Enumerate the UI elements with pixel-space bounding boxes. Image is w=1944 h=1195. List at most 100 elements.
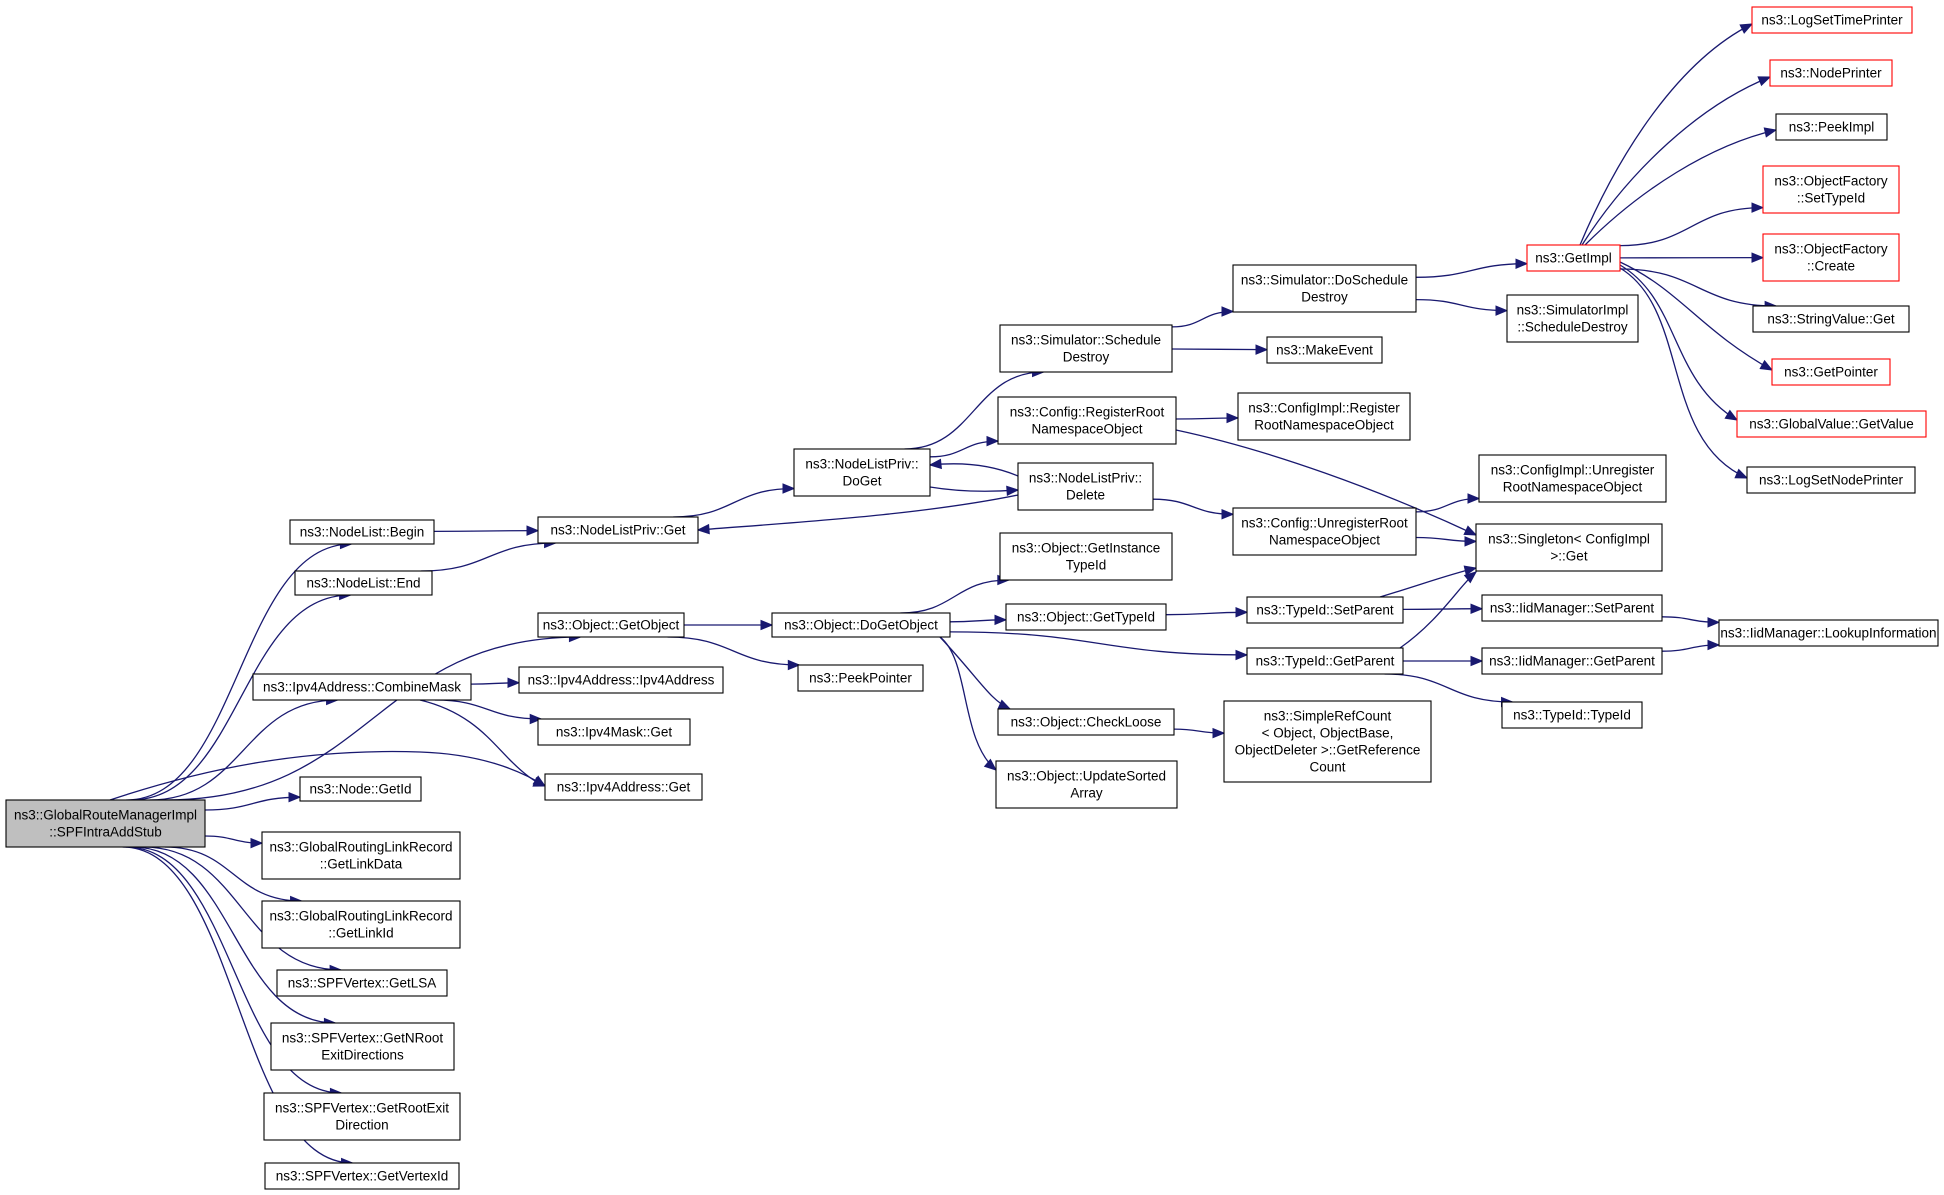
node-getpointer[interactable]: ns3::GetPointer bbox=[1771, 358, 1891, 386]
node-obj_gettypeid[interactable]: ns3::Object::GetTypeId bbox=[1005, 603, 1167, 631]
node-label: ns3::Singleton< ConfigImpl bbox=[1488, 532, 1650, 547]
call-edge-line bbox=[122, 846, 353, 1164]
node-typeid_getparent[interactable]: ns3::TypeId::GetParent bbox=[1246, 647, 1404, 675]
node-ipv4_ctor[interactable]: ns3::Ipv4Address::Ipv4Address bbox=[518, 666, 724, 694]
node-makeevent[interactable]: ns3::MakeEvent bbox=[1266, 336, 1383, 364]
node-box bbox=[1005, 603, 1167, 631]
node-label: ns3::Node::GetId bbox=[309, 782, 411, 797]
node-iid_lookup[interactable]: ns3::IidManager::LookupInformation bbox=[1718, 619, 1939, 647]
node-ipv4_combine[interactable]: ns3::Ipv4Address::CombineMask bbox=[252, 673, 472, 701]
node-grl_linkid[interactable]: ns3::GlobalRoutingLinkRecord::GetLinkId bbox=[261, 900, 461, 949]
node-sim_schedule[interactable]: ns3::Simulator::ScheduleDestroy bbox=[999, 324, 1173, 373]
node-label: ns3::PeekImpl bbox=[1789, 120, 1875, 135]
node-box bbox=[1736, 410, 1927, 438]
node-label: ns3::NodeListPriv:: bbox=[805, 457, 918, 472]
node-cfgimpl_register[interactable]: ns3::ConfigImpl::RegisterRootNamespaceOb… bbox=[1237, 392, 1411, 441]
node-singleton_get[interactable]: ns3::Singleton< ConfigImpl>::Get bbox=[1475, 523, 1663, 572]
node-obj_getobject[interactable]: ns3::Object::GetObject bbox=[537, 612, 685, 638]
node-root[interactable]: ns3::GlobalRouteManagerImpl::SPFIntraAdd… bbox=[5, 799, 206, 848]
node-node_getid[interactable]: ns3::Node::GetId bbox=[299, 776, 422, 802]
node-label: ns3::NodeListPriv::Get bbox=[550, 523, 685, 538]
node-cfg_unregister[interactable]: ns3::Config::UnregisterRootNamespaceObje… bbox=[1232, 507, 1417, 556]
call-edge-getimpl-to-of_create bbox=[1619, 252, 1765, 263]
call-edge-line bbox=[204, 796, 301, 811]
call-edge-line bbox=[1619, 264, 1738, 421]
call-edge-line bbox=[1619, 261, 1773, 371]
node-box bbox=[289, 519, 435, 545]
call-edge-obj_getobject-to-peekpointer bbox=[667, 636, 801, 671]
arrowhead-icon bbox=[529, 713, 543, 725]
node-nl_end[interactable]: ns3::NodeList::End bbox=[294, 570, 433, 596]
node-obj_checkloose[interactable]: ns3::Object::CheckLoose bbox=[997, 708, 1175, 736]
node-box bbox=[1481, 647, 1663, 675]
call-edge-getimpl-to-of_settypeid bbox=[1619, 202, 1765, 247]
call-edge-line bbox=[421, 542, 556, 572]
call-edge-getimpl-to-log_timeprinter bbox=[1579, 23, 1754, 246]
node-label: ns3::TypeId::SetParent bbox=[1256, 603, 1394, 618]
arrowhead-icon bbox=[1463, 525, 1478, 536]
node-cfgimpl_unregister[interactable]: ns3::ConfigImpl::UnregisterRootNamespace… bbox=[1478, 454, 1667, 503]
node-obj_dogetobject[interactable]: ns3::Object::DoGetObject bbox=[771, 612, 951, 638]
node-box bbox=[1232, 264, 1417, 313]
node-log_nodeprinter[interactable]: ns3::LogSetNodePrinter bbox=[1746, 466, 1916, 494]
node-label: ns3::GlobalRoutingLinkRecord bbox=[269, 840, 452, 855]
node-ipv4_get[interactable]: ns3::Ipv4Address::Get bbox=[544, 773, 703, 801]
call-edge-nl_end-to-nlp_get bbox=[421, 537, 557, 572]
node-nlp_delete[interactable]: ns3::NodeListPriv::Delete bbox=[1017, 462, 1154, 511]
arrowhead-icon bbox=[1470, 655, 1484, 667]
call-edge-line bbox=[1171, 348, 1268, 351]
node-typeid_setparent[interactable]: ns3::TypeId::SetParent bbox=[1246, 596, 1404, 624]
call-edge-line bbox=[904, 371, 1044, 450]
node-nlp_get[interactable]: ns3::NodeListPriv::Get bbox=[537, 516, 699, 544]
call-edge-obj_dogetobject-to-obj_checkloose bbox=[939, 636, 1012, 710]
node-label: ns3::Object::GetTypeId bbox=[1017, 610, 1155, 625]
node-label: ns3::Ipv4Address::CombineMask bbox=[263, 680, 461, 695]
call-edge-line bbox=[1619, 206, 1764, 247]
arrowhead-icon bbox=[1734, 468, 1749, 479]
node-simplerefcount[interactable]: ns3::SimpleRefCount< Object, ObjectBase,… bbox=[1223, 700, 1432, 783]
call-edge-getimpl-to-nodeprinter bbox=[1581, 76, 1772, 246]
node-getimpl[interactable]: ns3::GetImpl bbox=[1526, 244, 1621, 272]
call-edge-sim_schedule-to-sim_doschedule bbox=[1171, 306, 1235, 328]
node-grl_linkdata[interactable]: ns3::GlobalRoutingLinkRecord::GetLinkDat… bbox=[261, 831, 461, 880]
node-nlp_doget[interactable]: ns3::NodeListPriv::DoGet bbox=[793, 448, 931, 497]
node-label: ns3::Object::GetInstance bbox=[1012, 541, 1161, 556]
node-nl_begin[interactable]: ns3::NodeList::Begin bbox=[289, 519, 435, 545]
node-nodeprinter[interactable]: ns3::NodePrinter bbox=[1769, 59, 1893, 87]
call-edge-getimpl-to-log_nodeprinter bbox=[1619, 267, 1749, 479]
node-spf_vertexid[interactable]: ns3::SPFVertex::GetVertexId bbox=[264, 1162, 460, 1190]
node-iid_getparent[interactable]: ns3::IidManager::GetParent bbox=[1481, 647, 1663, 675]
node-spf_getlsa[interactable]: ns3::SPFVertex::GetLSA bbox=[276, 969, 448, 997]
node-peekimpl[interactable]: ns3::PeekImpl bbox=[1775, 113, 1888, 141]
call-edge-nlp_doget-to-cfg_register bbox=[929, 435, 1000, 458]
call-edge-line bbox=[949, 631, 1248, 656]
node-ipv4mask_get[interactable]: ns3::Ipv4Mask::Get bbox=[537, 718, 691, 746]
arrowhead-icon bbox=[928, 458, 942, 470]
node-gv_getvalue[interactable]: ns3::GlobalValue::GetValue bbox=[1736, 410, 1927, 438]
call-edge-line bbox=[939, 636, 997, 771]
node-box bbox=[294, 570, 433, 596]
node-typeid_ctor[interactable]: ns3::TypeId::TypeId bbox=[1501, 701, 1643, 729]
call-edge-line bbox=[1165, 611, 1248, 616]
node-log_timeprinter[interactable]: ns3::LogSetTimePrinter bbox=[1751, 6, 1913, 34]
call-edge-nlp_delete-to-nlp_get bbox=[696, 494, 1019, 535]
node-stringvalue_get[interactable]: ns3::StringValue::Get bbox=[1752, 305, 1910, 333]
arrowhead-icon bbox=[997, 699, 1012, 710]
node-label: ns3::Config::UnregisterRoot bbox=[1241, 516, 1408, 531]
node-iid_setparent[interactable]: ns3::IidManager::SetParent bbox=[1481, 594, 1663, 622]
node-peekpointer[interactable]: ns3::PeekPointer bbox=[797, 664, 924, 692]
node-of_create[interactable]: ns3::ObjectFactory::Create bbox=[1762, 233, 1900, 282]
arrowhead-icon bbox=[1757, 76, 1772, 87]
node-of_settypeid[interactable]: ns3::ObjectFactory::SetTypeId bbox=[1762, 165, 1900, 214]
call-edge-line bbox=[697, 494, 1019, 531]
node-simimpl_schedule[interactable]: ns3::SimulatorImpl::ScheduleDestroy bbox=[1506, 294, 1639, 343]
call-edge-line bbox=[1415, 263, 1528, 278]
node-label: ::SetTypeId bbox=[1797, 191, 1865, 206]
node-box bbox=[252, 673, 472, 701]
